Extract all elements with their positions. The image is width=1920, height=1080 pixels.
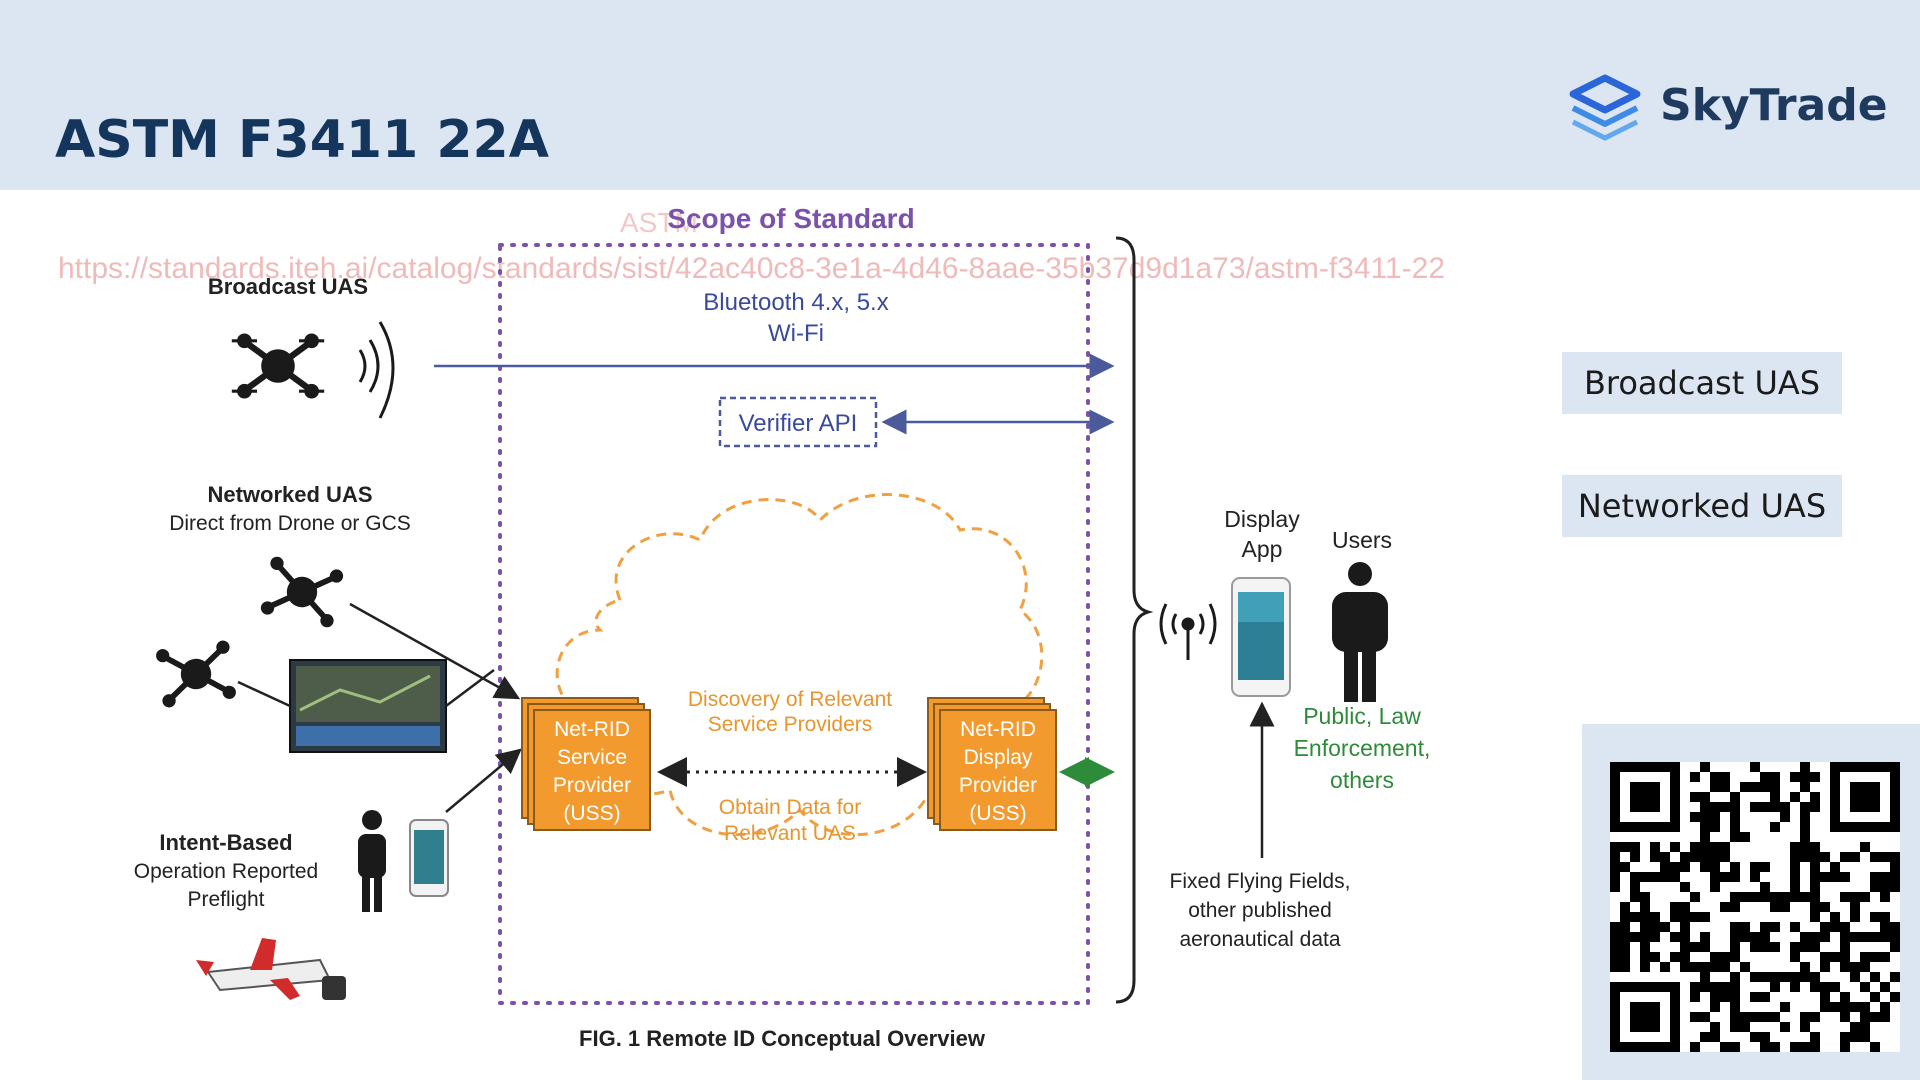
- phone-icon: [409, 819, 449, 897]
- fixed-fields-line-2: other published: [1188, 899, 1332, 922]
- fixed-fields-line-1: Fixed Flying Fields,: [1170, 870, 1351, 893]
- header-bar: ASTM F3411 22A SkyTrade: [0, 0, 1920, 190]
- obtain-line-1: Obtain Data for: [719, 796, 861, 819]
- intent-arrow: [445, 748, 522, 813]
- service-provider-line-3: Provider: [553, 774, 631, 797]
- display-app-line-1: Display: [1224, 506, 1300, 532]
- watermark-faint: ASTM: [620, 207, 698, 238]
- networked-uas-subtitle: Direct from Drone or GCS: [169, 512, 411, 535]
- skytrade-logo: SkyTrade: [1565, 70, 1888, 150]
- service-provider-line-2: Service: [557, 746, 627, 769]
- intent-line-2: Operation Reported: [134, 860, 318, 883]
- net-rid-service-provider: Net-RID Service Provider (USS): [521, 697, 651, 831]
- verifier-api-label: Verifier API: [739, 410, 858, 437]
- qr-panel: [1582, 724, 1920, 1080]
- networked-uas-button[interactable]: Networked UAS: [1562, 475, 1842, 537]
- broadcast-uas-button[interactable]: Broadcast UAS: [1562, 352, 1842, 414]
- wave-icon: [358, 321, 395, 419]
- phone-icon: [1231, 577, 1291, 697]
- remote-id-diagram: ASTM https://standards.iteh.ai/catalog/s…: [58, 203, 1445, 1051]
- user-types-line-1: Public, Law: [1303, 703, 1421, 729]
- verifier-api-box: [718, 396, 878, 448]
- drone-icon: [260, 556, 344, 628]
- figure-caption: FIG. 1 Remote ID Conceptual Overview: [579, 1026, 986, 1051]
- bluetooth-label: Bluetooth 4.x, 5.x: [703, 289, 888, 316]
- service-provider-line-4: (USS): [563, 802, 620, 825]
- obtain-line-2: Relevant UAS: [724, 822, 856, 845]
- antenna-icon: [1159, 603, 1217, 660]
- users-label: Users: [1332, 527, 1392, 553]
- user-types-line-2: Enforcement,: [1294, 735, 1431, 761]
- scope-boundary: [498, 243, 1090, 1005]
- person-icon: [1332, 562, 1388, 702]
- person-icon: [358, 810, 386, 912]
- display-provider-line-4: (USS): [969, 802, 1026, 825]
- wifi-label: Wi-Fi: [768, 320, 824, 347]
- intent-line-3: Preflight: [187, 888, 264, 911]
- drone-icon: [231, 333, 325, 399]
- display-provider-line-2: Display: [964, 746, 1033, 769]
- qr-code-icon[interactable]: [1610, 762, 1900, 1052]
- drone-icon: [156, 640, 236, 708]
- airplane-icon: [196, 938, 346, 1000]
- logo-wordmark: SkyTrade: [1660, 80, 1888, 131]
- net-rid-display-provider: Net-RID Display Provider (USS): [927, 697, 1057, 831]
- intent-based-title: Intent-Based: [159, 830, 292, 855]
- networked-uas-title: Networked UAS: [207, 482, 372, 507]
- discovery-line-2: Service Providers: [708, 713, 873, 736]
- watermark-url: https://standards.iteh.ai/catalog/standa…: [58, 252, 1445, 285]
- user-types-line-3: others: [1330, 767, 1394, 793]
- networked-link-2: [237, 680, 291, 708]
- scope-brace: [1115, 236, 1154, 1004]
- display-app-line-2: App: [1242, 536, 1283, 562]
- discovery-line-1: Discovery of Relevant: [688, 688, 892, 711]
- display-provider-line-1: Net-RID: [960, 718, 1036, 741]
- layers-logo-icon: [1569, 74, 1641, 141]
- networked-arrow-1: [349, 602, 521, 700]
- display-provider-line-3: Provider: [959, 774, 1037, 797]
- broadcast-uas-label: Broadcast UAS: [208, 274, 368, 299]
- fixed-fields-line-3: aeronautical data: [1179, 928, 1340, 951]
- ground-station-screen-icon: [289, 659, 447, 753]
- scope-title: Scope of Standard: [667, 203, 914, 234]
- networked-link-3: [445, 669, 495, 707]
- page-title: ASTM F3411 22A: [55, 110, 549, 170]
- service-provider-line-1: Net-RID: [554, 718, 630, 741]
